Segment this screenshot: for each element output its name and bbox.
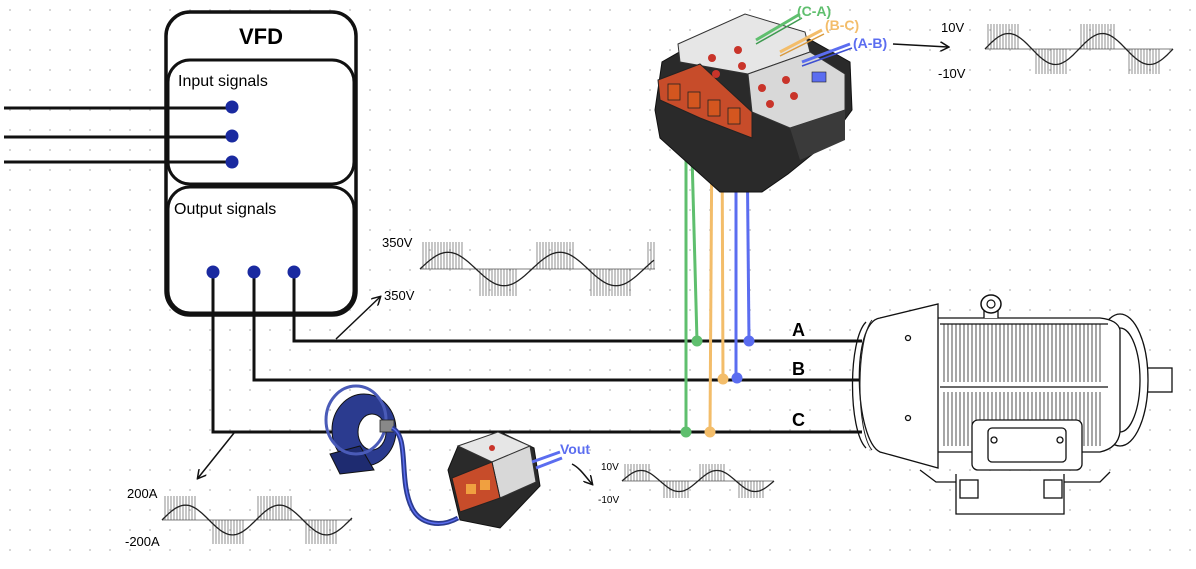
motor-cooling-fins xyxy=(940,323,1108,446)
phase-b-wire xyxy=(252,272,862,382)
phase-label-c: C xyxy=(792,410,805,430)
input-lines xyxy=(4,100,239,169)
input-terminal xyxy=(225,129,239,143)
current-arrow xyxy=(198,432,235,478)
output-lines xyxy=(206,265,862,434)
current-transformer xyxy=(324,384,397,475)
junction-dot xyxy=(704,426,716,438)
sensor-out-wire-bc xyxy=(779,28,823,54)
sensor-out-wire-ab xyxy=(801,42,851,64)
motor-terminal-box xyxy=(971,419,1083,471)
phase-label-a: A xyxy=(792,320,805,340)
vfd-output-waveform xyxy=(419,242,655,296)
current-sensor-output-waveform xyxy=(621,464,775,498)
phase-label-b: B xyxy=(792,359,805,379)
vout-wire xyxy=(531,450,561,464)
vout-arrow xyxy=(571,463,592,484)
electric-motor xyxy=(851,294,1173,515)
vout-label: Vout xyxy=(560,441,590,457)
sensor-out-wire-ca xyxy=(755,12,801,42)
sensor-output-waveform xyxy=(984,24,1174,74)
sensor-output-arrow xyxy=(892,44,948,47)
junction-dot xyxy=(731,372,743,384)
current-wave-max-label: 200A xyxy=(127,486,158,501)
vfd-output-arrow xyxy=(335,297,380,340)
sensor-output-min: -10V xyxy=(938,66,966,81)
input-terminal xyxy=(225,155,239,169)
output-terminal xyxy=(206,265,220,279)
vfd-wave-max-label: 350V xyxy=(382,235,413,250)
input-terminal xyxy=(225,100,239,114)
channel-label-ab: (A-B) xyxy=(853,35,887,51)
phase-a-wire xyxy=(292,272,862,343)
output-terminal xyxy=(287,265,301,279)
channel-label-bc: (B-C) xyxy=(825,17,859,33)
phase-c-wire xyxy=(211,272,862,434)
current-sensor-module xyxy=(447,431,541,529)
junction-dot xyxy=(743,335,755,347)
output-terminal xyxy=(247,265,261,279)
junction-dot xyxy=(717,373,729,385)
junction-dot xyxy=(680,426,692,438)
input-signals-label: Input signals xyxy=(178,73,268,90)
input-signals-panel xyxy=(166,58,356,186)
output-signals-label: Output signals xyxy=(174,201,276,218)
sensor-output-max: 10V xyxy=(941,20,964,35)
vfd-wave-min-label: 350V xyxy=(384,288,415,303)
vout-wave-min-label: -10V xyxy=(598,495,619,506)
channel-label-ca: (C-A) xyxy=(797,3,831,19)
current-waveform xyxy=(161,496,353,544)
current-wave-min-label: -200A xyxy=(125,534,160,549)
junction-dot xyxy=(691,335,703,347)
vout-wave-max-label: 10V xyxy=(601,462,619,473)
vfd-title: VFD xyxy=(239,24,283,49)
